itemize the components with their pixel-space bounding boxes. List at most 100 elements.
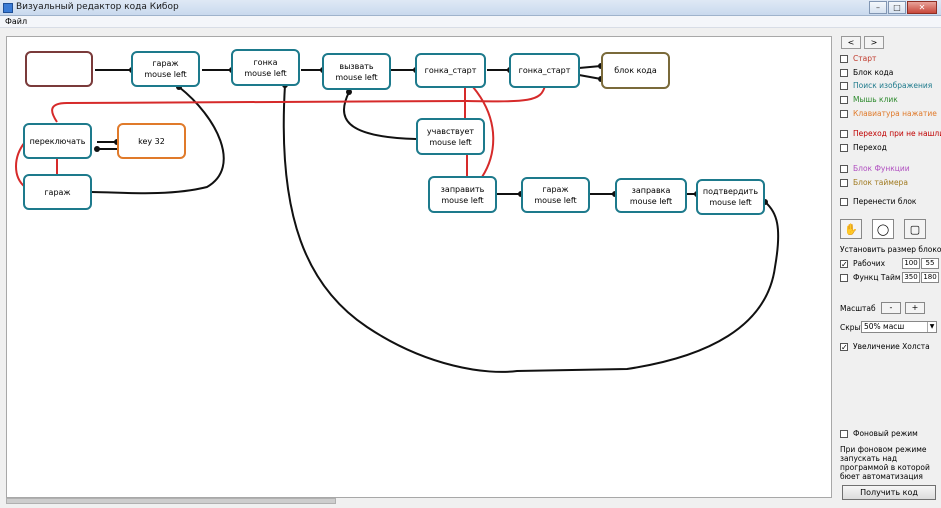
circle-icon: ◯	[876, 222, 890, 236]
checkbox-box[interactable]: ✓	[840, 259, 848, 269]
checkbox-box[interactable]	[840, 273, 848, 282]
checkbox-background-mode[interactable]: Фоновый режим	[840, 428, 918, 439]
background-mode-note: При фоновом режиме запускать над програм…	[840, 445, 930, 481]
scrollbar-thumb[interactable]	[6, 498, 336, 504]
node-start[interactable]	[25, 51, 93, 87]
checkbox-label: Старт	[853, 54, 877, 63]
checkbox-label: Переход	[853, 143, 887, 152]
checkbox-box[interactable]: ✓	[840, 342, 848, 352]
nav-next-button[interactable]: >	[864, 36, 884, 49]
hand-icon: ✋	[844, 222, 858, 236]
node-garage-3[interactable]: гараж mouse left	[521, 177, 590, 213]
menu-file[interactable]: Файл	[5, 17, 28, 26]
window-title: Визуальный редактор кода Кибор	[16, 2, 179, 12]
checkbox-label: Перенести блок	[853, 197, 917, 206]
checkbox-box[interactable]	[840, 143, 848, 152]
checkbox-function-block[interactable]: Блок Функции	[840, 163, 910, 174]
rounded-square-shape-button[interactable]: ▢	[904, 219, 926, 239]
checkbox-label: Увеличение Холста	[853, 342, 930, 351]
node-participates[interactable]: учавствует mouse left	[416, 118, 485, 155]
checkbox-box[interactable]	[840, 68, 848, 77]
workers-height-input[interactable]: 55	[921, 258, 939, 269]
checkbox-canvas-zoom[interactable]: ✓ Увеличение Холста	[840, 341, 930, 352]
rounded-square-icon: ▢	[909, 222, 921, 236]
maximize-icon[interactable]: □	[888, 1, 906, 14]
app-icon	[3, 3, 13, 13]
nav-prev-button[interactable]: <	[841, 36, 861, 49]
checkbox-start[interactable]: Старт	[840, 53, 876, 64]
node-confirm[interactable]: подтвердить mouse left	[696, 179, 765, 215]
window-controls: – □ ✕	[868, 1, 937, 14]
hide-text-value: 50% масш	[864, 322, 905, 331]
checkbox-label: Блок таймера	[853, 178, 908, 187]
connector	[578, 65, 602, 69]
checkbox-image-search[interactable]: Поиск изображения	[840, 80, 932, 91]
connector	[282, 84, 780, 373]
connector-fail	[51, 84, 546, 123]
checkbox-box[interactable]	[840, 178, 848, 187]
node-race-start-1[interactable]: гонка_старт	[415, 53, 486, 88]
checkbox-jump-not-found[interactable]: Переход при не нашли	[840, 128, 941, 139]
functions-width-input[interactable]: 350	[902, 272, 920, 283]
connector	[90, 86, 225, 195]
connector	[578, 74, 602, 80]
node-refuel[interactable]: заправить mouse left	[428, 176, 497, 213]
checkbox-box[interactable]	[840, 95, 848, 104]
checkbox-box[interactable]	[840, 109, 848, 118]
minimize-icon[interactable]: –	[869, 1, 887, 14]
checkbox-keyboard-press[interactable]: Клавиатура нажатие	[840, 108, 937, 119]
connections-layer	[15, 63, 780, 373]
checkbox-code-block[interactable]: Блок кода	[840, 67, 893, 78]
editor-canvas[interactable]: гараж mouse left гонка mouse left вызват…	[6, 36, 832, 498]
checkbox-jump[interactable]: Переход	[840, 142, 887, 153]
hand-shape-button[interactable]: ✋	[840, 219, 862, 239]
node-key-32[interactable]: key 32	[117, 123, 186, 159]
checkbox-box[interactable]	[840, 164, 848, 173]
node-race-1[interactable]: гонка mouse left	[231, 49, 300, 86]
block-size-title: Установить размер блоков	[840, 245, 941, 254]
checkbox-label: Переход при не нашли	[853, 129, 941, 138]
checkbox-box[interactable]	[840, 197, 848, 206]
checkbox-workers[interactable]: ✓ Рабочих	[840, 258, 885, 269]
node-garage-1[interactable]: гараж mouse left	[131, 51, 200, 87]
node-switch[interactable]: переключать	[23, 123, 92, 159]
checkbox-label: Рабочих	[853, 259, 886, 268]
checkbox-label: Фоновый режим	[853, 429, 918, 438]
scale-minus-button[interactable]: -	[881, 302, 901, 314]
checkbox-mouse-click[interactable]: Мышь клик	[840, 94, 898, 105]
node-code-block[interactable]: блок кода	[601, 52, 670, 89]
checkbox-box[interactable]	[840, 54, 848, 63]
checkbox-label: Блок Функции	[853, 164, 910, 173]
canvas-horizontal-scrollbar[interactable]	[6, 498, 832, 506]
checkbox-box[interactable]	[840, 129, 848, 138]
scale-label: Масштаб	[840, 304, 876, 313]
checkbox-box[interactable]	[840, 429, 848, 438]
menu-bar: Файл	[0, 16, 941, 28]
checkbox-label: Поиск изображения	[853, 81, 933, 90]
connector	[343, 91, 417, 140]
scale-plus-button[interactable]: +	[905, 302, 925, 314]
checkbox-functions[interactable]: Функц Тайм	[840, 272, 901, 283]
connector-dot	[94, 146, 100, 152]
checkbox-move-block[interactable]: Перенести блок	[840, 196, 916, 207]
hide-text-select[interactable]: 50% масш ▼	[861, 321, 937, 333]
node-race-start-2[interactable]: гонка_старт	[509, 53, 580, 88]
functions-height-input[interactable]: 180	[921, 272, 939, 283]
node-garage-2[interactable]: гараж	[23, 174, 92, 210]
get-code-button[interactable]: Получить код	[842, 485, 936, 500]
close-icon[interactable]: ✕	[907, 1, 937, 14]
node-refuel-station[interactable]: заправка mouse left	[615, 178, 687, 213]
workers-width-input[interactable]: 100	[902, 258, 920, 269]
connector-fail	[15, 141, 26, 188]
checkbox-label: Мышь клик	[853, 95, 898, 104]
node-call[interactable]: вызвать mouse left	[322, 53, 391, 90]
checkbox-label: Клавиатура нажатие	[853, 109, 937, 118]
tool-panel: < > Старт Блок кода Поиск изображения Мы…	[836, 36, 941, 508]
checkbox-timer-block[interactable]: Блок таймера	[840, 177, 908, 188]
checkbox-box[interactable]	[840, 81, 848, 90]
title-bar: Визуальный редактор кода Кибор – □ ✕	[0, 0, 941, 16]
checkbox-label: Блок кода	[853, 68, 894, 77]
circle-shape-button[interactable]: ◯	[872, 219, 894, 239]
checkbox-label: Функц Тайм	[853, 273, 901, 282]
chevron-down-icon[interactable]: ▼	[927, 322, 936, 332]
